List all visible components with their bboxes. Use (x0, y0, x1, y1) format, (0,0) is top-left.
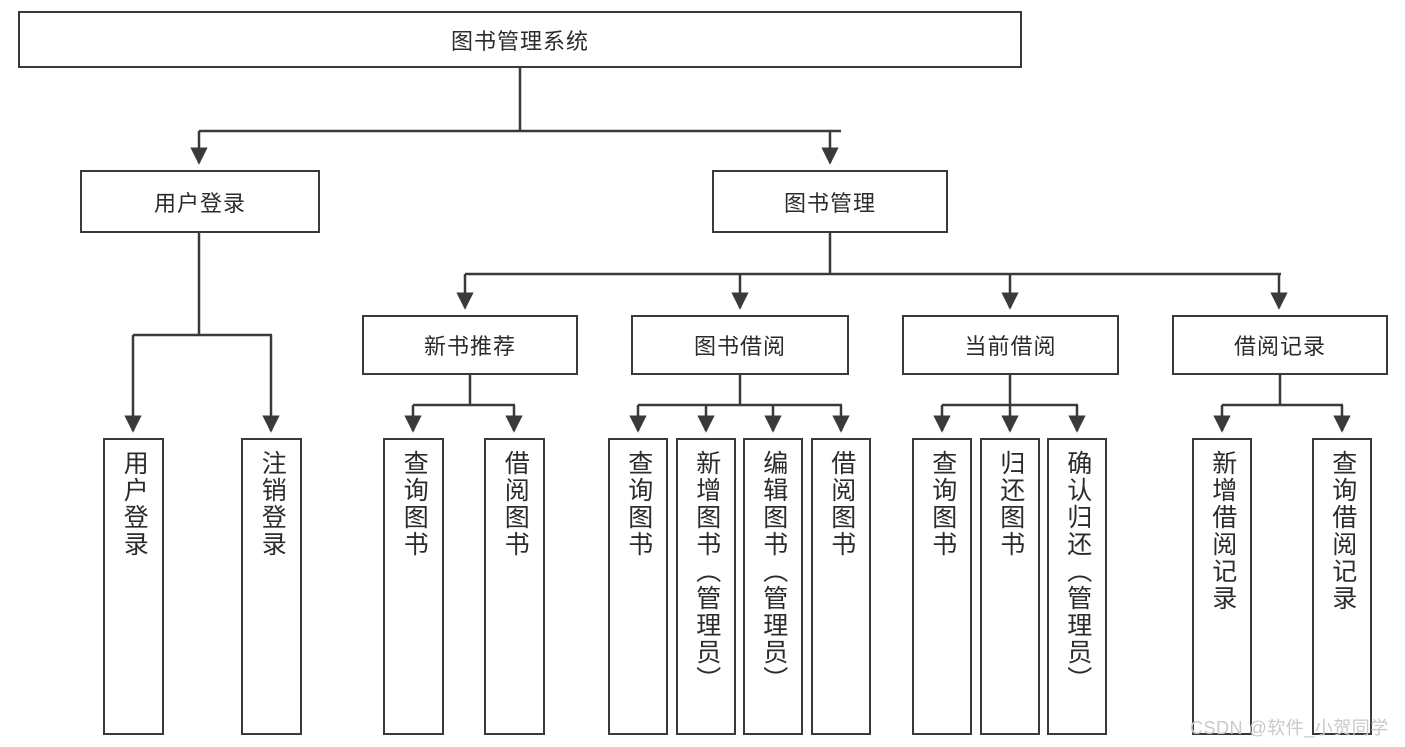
node-label: 用户登录 (120, 450, 149, 558)
node-label: 新增借阅记录 (1208, 450, 1237, 612)
leaf-query-book-recommend[interactable]: 查询图书 (383, 438, 444, 735)
leaf-user-login[interactable]: 用户登录 (103, 438, 164, 735)
leaf-add-borrow-record[interactable]: 新增借阅记录 (1192, 438, 1252, 735)
node-label: 确认归还（管理员） (1063, 450, 1092, 693)
leaf-borrow-book-recommend[interactable]: 借阅图书 (484, 438, 545, 735)
leaf-confirm-return-admin[interactable]: 确认归还（管理员） (1047, 438, 1107, 735)
node-label: 借阅记录 (1233, 334, 1326, 359)
node-label: 图书管理 (783, 190, 876, 216)
node-label: 查询图书 (624, 450, 653, 558)
node-label: 查询图书 (928, 450, 957, 558)
node-label: 查询图书 (400, 450, 429, 558)
leaf-edit-book-admin[interactable]: 编辑图书（管理员） (743, 438, 803, 735)
node-label: 新增图书（管理员） (692, 450, 721, 693)
leaf-borrow-book-borrow[interactable]: 借阅图书 (811, 438, 871, 735)
node-label: 归还图书 (996, 450, 1025, 558)
node-current-borrow[interactable]: 当前借阅 (902, 315, 1119, 375)
leaf-query-book-borrow[interactable]: 查询图书 (608, 438, 668, 735)
node-label: 用户登录 (153, 190, 246, 216)
node-label: 借阅图书 (827, 450, 856, 558)
node-label: 图书管理系统 (450, 28, 589, 54)
node-book-management[interactable]: 图书管理 (712, 170, 948, 233)
node-user-login[interactable]: 用户登录 (80, 170, 320, 233)
node-label: 图书借阅 (693, 334, 786, 359)
node-label: 当前借阅 (964, 334, 1057, 359)
node-book-borrow[interactable]: 图书借阅 (631, 315, 849, 375)
node-label: 查询借阅记录 (1328, 450, 1357, 612)
leaf-return-book[interactable]: 归还图书 (980, 438, 1040, 735)
node-label: 新书推荐 (423, 334, 516, 359)
csdn-watermark: CSDN @软件_小贺同学 (1190, 718, 1389, 738)
leaf-query-borrow-record[interactable]: 查询借阅记录 (1312, 438, 1372, 735)
node-label: 借阅图书 (501, 450, 530, 558)
node-new-book-recommend[interactable]: 新书推荐 (362, 315, 578, 375)
leaf-add-book-admin[interactable]: 新增图书（管理员） (676, 438, 736, 735)
leaf-query-book-current[interactable]: 查询图书 (912, 438, 972, 735)
node-root-book-management-system[interactable]: 图书管理系统 (18, 11, 1022, 68)
leaf-logout-login[interactable]: 注销登录 (241, 438, 302, 735)
node-label: 注销登录 (258, 450, 287, 558)
node-borrow-record[interactable]: 借阅记录 (1172, 315, 1388, 375)
node-label: 编辑图书（管理员） (759, 450, 788, 693)
